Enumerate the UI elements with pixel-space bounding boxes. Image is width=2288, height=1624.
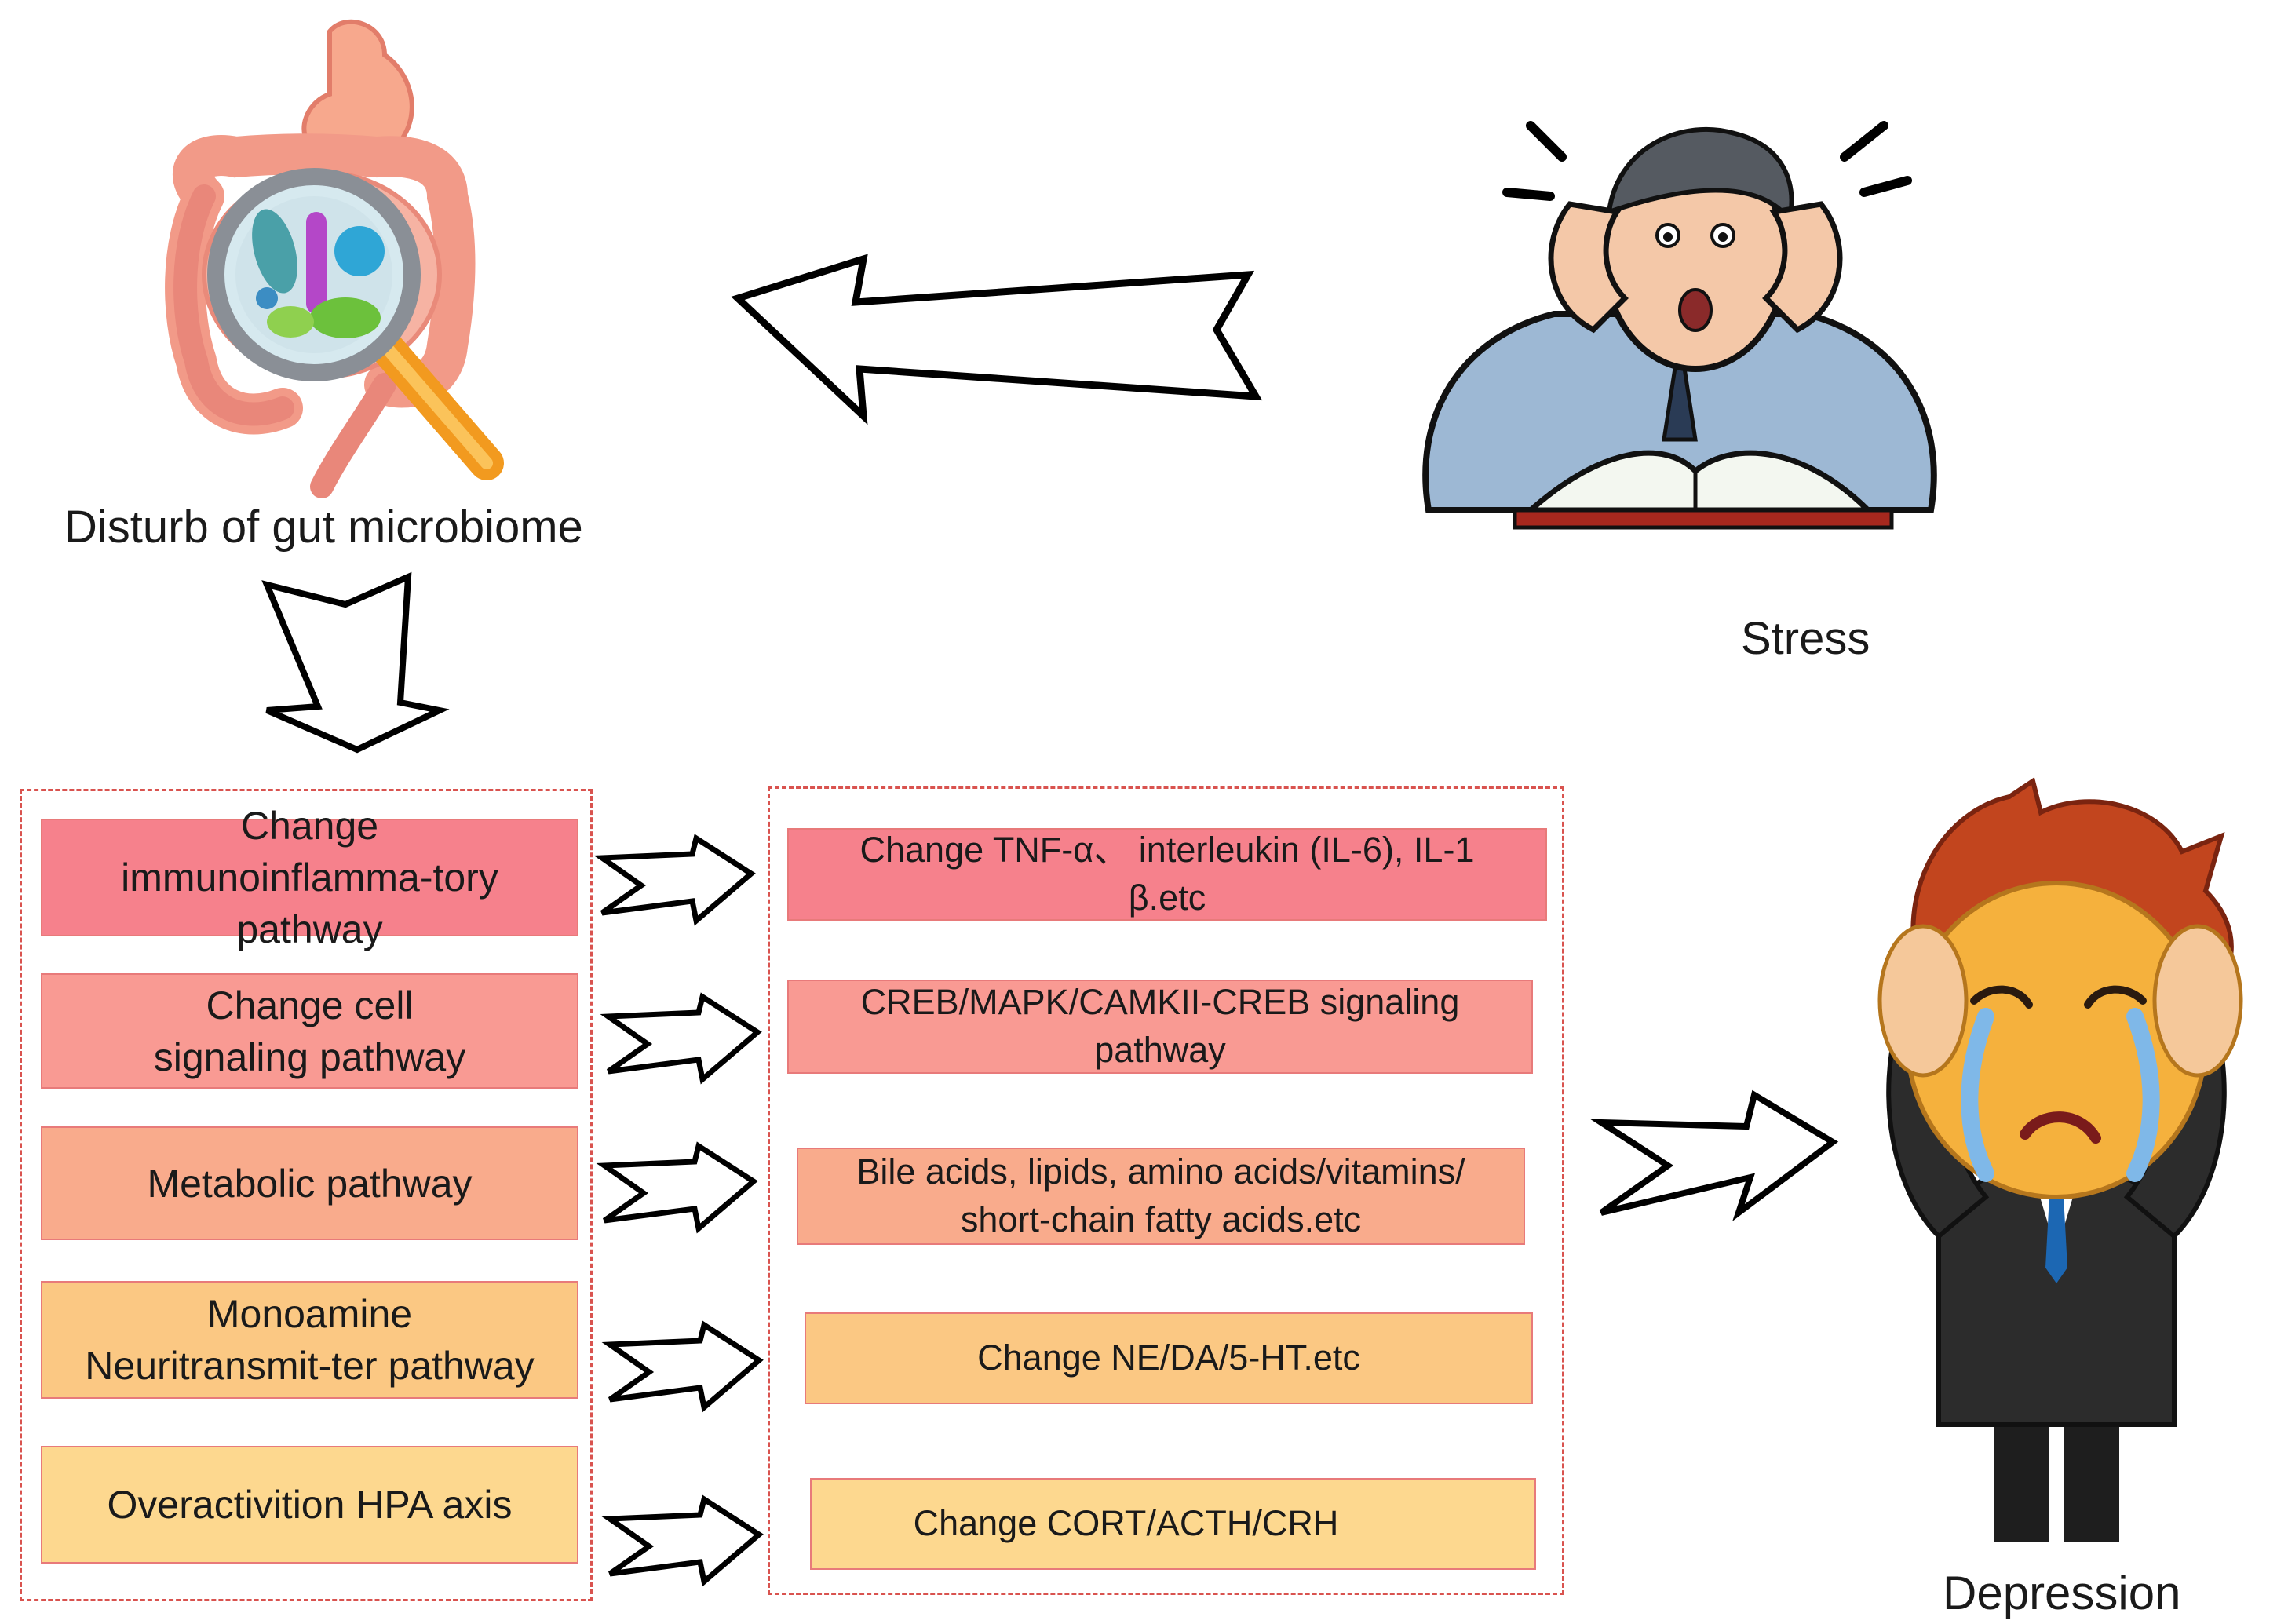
gut-microbiome-magnifier-icon bbox=[165, 19, 504, 498]
arrow-pathway-3 bbox=[596, 1141, 758, 1234]
arrow-gut-to-pathways bbox=[261, 571, 450, 754]
effects-panel bbox=[768, 786, 1564, 1595]
arrow-pathway-2 bbox=[600, 992, 762, 1085]
pathway-box-hpa-axis: Overactivition HPA axis bbox=[41, 1446, 578, 1564]
arrow-effects-to-depression bbox=[1589, 1089, 1839, 1221]
effect-box-hpa-hormones: Change CORT/ACTH/CRH bbox=[810, 1478, 1536, 1570]
arrow-pathway-4 bbox=[601, 1320, 764, 1413]
depression-label: Depression bbox=[1943, 1567, 2181, 1619]
pathway-box-cell-signaling: Change cell signaling pathway bbox=[41, 973, 578, 1089]
stressed-man-icon bbox=[1422, 121, 1937, 530]
gut-microbiome-label: Disturb of gut microbiome bbox=[64, 502, 583, 553]
arrow-stress-to-gut bbox=[731, 254, 1263, 425]
pathways-panel bbox=[20, 789, 593, 1601]
pathway-box-metabolic: Metabolic pathway bbox=[41, 1126, 578, 1240]
pathway-box-immunoinflammatory: Change immunoinflamma-tory pathway bbox=[41, 804, 578, 951]
arrow-pathway-5 bbox=[601, 1494, 764, 1587]
effect-box-neurotransmitters: Change NE/DA/5-HT.etc bbox=[805, 1312, 1533, 1404]
effect-box-metabolites: Bile acids, lipids, amino acids/vitamins… bbox=[797, 1148, 1525, 1245]
crying-man-icon bbox=[1877, 777, 2243, 1542]
arrow-pathway-1 bbox=[593, 834, 756, 926]
effect-box-creb-signaling: CREB/MAPK/CAMKII-CREB signaling pathway bbox=[787, 980, 1533, 1074]
effect-box-cytokines: Change TNF-α、 interleukin (IL-6), IL-1 β… bbox=[787, 828, 1547, 921]
stress-label: Stress bbox=[1741, 613, 1870, 664]
pathway-box-monoamine: Monoamine Neuritransmit-ter pathway bbox=[41, 1281, 578, 1399]
